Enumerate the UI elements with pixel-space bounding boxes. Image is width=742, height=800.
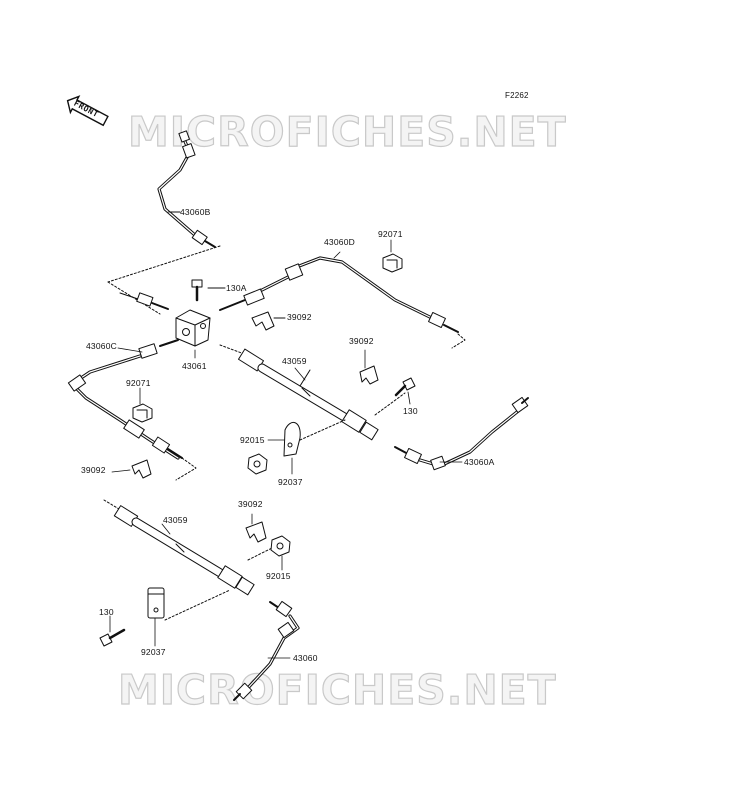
label-92015-lower: 92015 bbox=[266, 571, 291, 581]
pipe-43060d bbox=[219, 256, 466, 349]
label-39092-d: 39092 bbox=[238, 499, 263, 509]
front-arrow-icon bbox=[66, 95, 109, 127]
pipe-43060a bbox=[394, 396, 529, 471]
label-130-right: 130 bbox=[403, 406, 418, 416]
label-43060b: 43060B bbox=[180, 207, 211, 217]
watermark-bottom: MICROFICHES.NET bbox=[117, 666, 557, 714]
label-92015-upper: 92015 bbox=[240, 435, 265, 445]
label-130a: 130A bbox=[226, 283, 247, 293]
label-43060d: 43060D bbox=[324, 237, 355, 247]
fitting-left-upper bbox=[119, 292, 169, 310]
hose-43059-upper bbox=[237, 348, 379, 441]
diagram-code: F2262 bbox=[505, 91, 529, 100]
hose-43059-lower bbox=[113, 505, 255, 596]
label-43060: 43060 bbox=[293, 653, 318, 663]
clip-39092-b bbox=[359, 365, 379, 385]
label-39092-a: 39092 bbox=[287, 312, 312, 322]
bolt-130-lower bbox=[99, 628, 126, 647]
clip-39092-d bbox=[245, 521, 267, 543]
clip-39092-c bbox=[131, 459, 152, 479]
label-43060a: 43060A bbox=[464, 457, 495, 467]
nut-92071-left bbox=[132, 403, 153, 423]
label-130-lower: 130 bbox=[99, 607, 114, 617]
label-43059-lower: 43059 bbox=[163, 515, 188, 525]
nut-92015-upper bbox=[247, 453, 268, 475]
label-43059-upper: 43059 bbox=[282, 356, 307, 366]
label-92037-lower: 92037 bbox=[141, 647, 166, 657]
label-43060c: 43060C bbox=[86, 341, 117, 351]
pipe-43060b bbox=[157, 130, 216, 248]
label-92071-top: 92071 bbox=[378, 229, 403, 239]
nut-92071-top bbox=[382, 253, 403, 273]
front-arrow: FRONT bbox=[62, 90, 113, 131]
pipe-43060c bbox=[67, 339, 197, 481]
label-92071-left: 92071 bbox=[126, 378, 151, 388]
label-92037-upper: 92037 bbox=[278, 477, 303, 487]
junction-43061 bbox=[175, 309, 211, 347]
nut-92015-lower bbox=[270, 535, 291, 557]
clamp-92037-lower bbox=[147, 587, 165, 619]
leader-lines bbox=[109, 211, 463, 659]
clamp-92037-upper bbox=[283, 422, 301, 457]
watermark-top: MICROFICHES.NET bbox=[127, 108, 567, 156]
label-39092-c: 39092 bbox=[81, 465, 106, 475]
label-43061: 43061 bbox=[182, 361, 207, 371]
pipe-43060 bbox=[233, 600, 300, 701]
bolt-130a bbox=[191, 279, 226, 302]
clip-39092-a bbox=[251, 311, 286, 331]
label-39092-b: 39092 bbox=[349, 336, 374, 346]
bolt-130-right bbox=[394, 377, 416, 397]
